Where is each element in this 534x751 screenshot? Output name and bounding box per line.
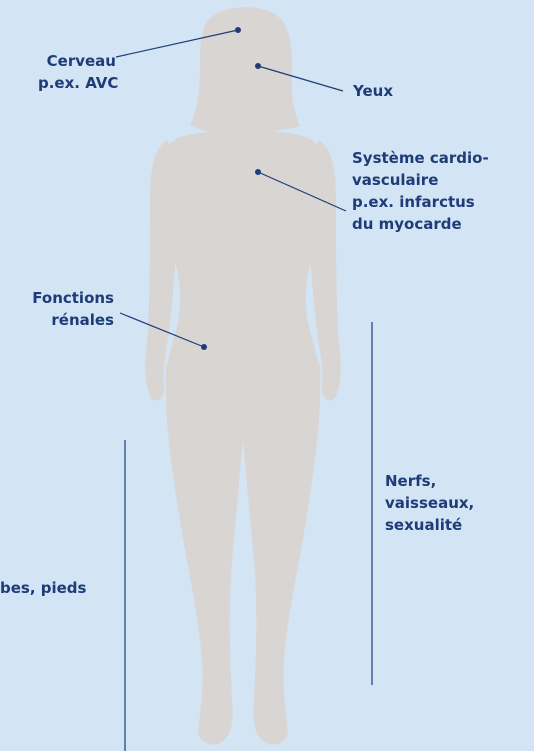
- torso: [160, 131, 326, 373]
- label-nerves-line3: sexualité: [385, 514, 474, 536]
- label-cardio-line3: p.ex. infarctus: [352, 191, 489, 213]
- label-nerves: Nerfs, vaisseaux, sexualité: [385, 470, 474, 536]
- left-leg: [166, 364, 244, 745]
- label-kidney-line1: Fonctions: [10, 287, 114, 309]
- label-kidney-line2: rénales: [10, 309, 114, 331]
- label-nerves-line2: vaisseaux,: [385, 492, 474, 514]
- kidney-dot: [201, 344, 207, 350]
- label-nerves-line1: Nerfs,: [385, 470, 474, 492]
- label-legs-line1: bes, pieds: [0, 577, 86, 599]
- label-cardio-line4: du myocarde: [352, 213, 489, 235]
- label-brain: Cerveau p.ex. AVC: [38, 50, 116, 94]
- right-leg: [242, 364, 320, 745]
- cardio-dot: [255, 169, 261, 175]
- label-cardio: Système cardio- vasculaire p.ex. infarct…: [352, 147, 489, 235]
- head-hair: [190, 7, 300, 134]
- label-kidney: Fonctions rénales: [10, 287, 114, 331]
- label-cardio-line2: vasculaire: [352, 169, 489, 191]
- brain-dot: [235, 27, 241, 33]
- body-silhouette: [145, 7, 341, 744]
- eyes-dot: [255, 63, 261, 69]
- label-brain-line2: p.ex. AVC: [38, 72, 116, 94]
- label-cardio-line1: Système cardio-: [352, 147, 489, 169]
- label-legs: bes, pieds: [0, 577, 86, 599]
- label-brain-line1: Cerveau: [38, 50, 116, 72]
- label-eyes-line1: Yeux: [353, 80, 393, 102]
- label-eyes: Yeux: [353, 80, 393, 102]
